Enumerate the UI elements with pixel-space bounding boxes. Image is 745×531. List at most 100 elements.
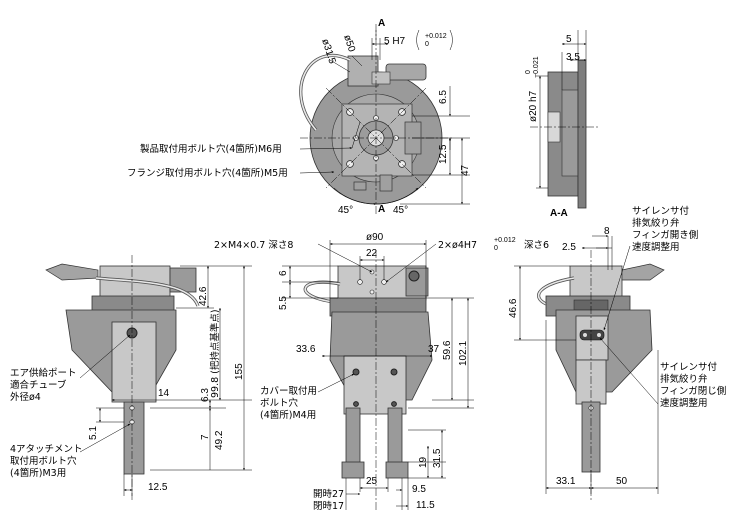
cover-label-3: (4箇所)M4用: [260, 409, 316, 421]
attach-label-3: (4箇所)M3用: [10, 467, 66, 479]
cover-label-2: ボルト穴: [260, 397, 299, 409]
silencer-open-4: 速度調整用: [632, 241, 680, 253]
finger-tip: [385, 461, 409, 479]
left-side-view: 42.6 99.8 (把持点基準点) 155 6.3 7 49.2 14 5.1…: [10, 255, 252, 500]
dim-d50: ø50: [341, 34, 357, 54]
right-dim-50: 50: [616, 476, 628, 487]
cable-connector: [385, 63, 427, 81]
section-dim-3_5: 3.5: [566, 52, 580, 63]
left-dim-5_1: 5.1: [88, 426, 99, 440]
label-flange-bolt: フランジ取付用ボルト穴(4箇所)M5用: [127, 167, 288, 179]
cable: [304, 281, 341, 303]
left-dim-42_6: 42.6: [198, 286, 209, 306]
left-dim-7: 7: [200, 434, 211, 440]
front-dim-6: 6: [278, 270, 289, 276]
dim-d31_5: ø31.5: [319, 38, 337, 66]
right-dim-8: 8: [604, 226, 610, 237]
left-dim-99_8: 99.8 (把持点基準点): [209, 309, 221, 398]
dim-12_5: 12.5: [438, 144, 449, 164]
front-dim-59_6: 59.6: [442, 340, 453, 360]
cable-connector: [371, 71, 391, 85]
silencer-port: [597, 333, 601, 337]
center-line: [325, 87, 427, 189]
dim-47: 47: [460, 164, 471, 176]
section-tol-upper: 0: [525, 70, 532, 74]
front-open: 開時27: [313, 489, 344, 500]
front-pin-label: 2×ø4H7: [438, 240, 477, 251]
front-dim-25: 25: [366, 476, 378, 487]
side-module: [379, 174, 393, 192]
section-step: [577, 59, 587, 209]
air-port-label-2: 適合チューブ: [10, 379, 67, 391]
cover-bolt: [352, 368, 360, 376]
connector-body: [45, 263, 99, 281]
silencer-close-1: サイレンサ付: [660, 362, 718, 373]
silencer-open-3: フィンガ開き側: [632, 229, 698, 241]
label-product-bolt: 製品取付用ボルト穴(4箇所)M6用: [140, 143, 282, 155]
finger-left: [345, 407, 361, 467]
angle-45-left: 45°: [338, 205, 353, 216]
front-dim-5_5: 5.5: [278, 296, 289, 310]
tap-hole: [369, 289, 375, 295]
pin-hole: [381, 279, 387, 285]
cable: [299, 54, 351, 131]
front-m4-label: 2×M4×0.7 深さ8: [214, 240, 293, 251]
side-module: [353, 181, 367, 191]
air-port-label-3: 外径ø4: [10, 391, 41, 403]
silencer-close-4: 速度調整用: [660, 397, 708, 409]
silencer-open-2: 排気絞り弁: [632, 217, 680, 229]
angle-45-right: 45°: [393, 205, 408, 216]
silencer-close-3: フィンガ閉じ側: [660, 385, 726, 397]
top-view: A A ø31.5 ø50 5 H7 +0.012 0 6.5 12.5 47 …: [127, 18, 471, 216]
right-side-view: 8 2.5 46.6 33.1 50 サイレンサ付 排気絞り弁 フィンガ開き側 …: [508, 206, 726, 500]
air-port-label-1: エア供給ポート: [10, 367, 77, 379]
front-pin-tol-upper: +0.012: [494, 237, 516, 244]
section-mark: A: [378, 18, 385, 29]
connector-body: [621, 263, 665, 281]
front-dim-31_5: 31.5: [432, 448, 443, 468]
silencer: [579, 329, 605, 341]
connector-face: [408, 270, 420, 282]
finger-tip: [341, 461, 365, 479]
dim-6_5: 6.5: [438, 90, 449, 104]
slot-tol-upper: +0.012: [425, 33, 447, 40]
cover-bolt: [390, 368, 398, 376]
right-dim-46_6: 46.6: [508, 298, 519, 318]
front-dim-19: 19: [418, 456, 429, 468]
front-pin-tol-lower: 0: [494, 245, 498, 252]
left-dim-6_3: 6.3: [200, 388, 211, 402]
front-dim-11_5: 11.5: [416, 500, 435, 511]
section-dim-d20: ø20 h7: [528, 90, 539, 122]
cover-bolt: [391, 401, 397, 407]
left-dim-155: 155: [234, 363, 245, 380]
cover-plate: [343, 355, 407, 415]
left-dim-49_2: 49.2: [214, 430, 225, 450]
attach-label-2: 取付用ボルト穴: [10, 455, 77, 467]
front-view: 2×M4×0.7 深さ8 2×ø4H7 +0.012 0 深さ6 ø90 22 …: [214, 232, 549, 512]
front-dim-102_1: 102.1: [458, 341, 469, 366]
front-dim-9_5: 9.5: [412, 484, 426, 495]
attach-label-1: 4アタッチメント: [10, 444, 83, 455]
front-pin-depth: 深さ6: [524, 240, 549, 251]
left-dim-14: 14: [158, 388, 170, 399]
left-dim-12_5: 12.5: [148, 482, 168, 493]
front-dim-d90: ø90: [366, 232, 384, 243]
silencer-open-1: サイレンサ付: [632, 206, 690, 217]
section-view-a-a: 5 3.5 ø20 h7 0 −0.021 A-A: [525, 30, 600, 219]
slot-tol-lower: 0: [425, 41, 429, 48]
pin-hole: [357, 279, 363, 285]
silencer-close-2: 排気絞り弁: [660, 373, 708, 385]
front-dim-33_6: 33.6: [296, 344, 316, 355]
silencer-port: [583, 333, 587, 337]
section-dim-5: 5: [566, 34, 572, 45]
front-dim-37: 37: [428, 344, 440, 355]
cover-bolt: [353, 401, 359, 407]
cable: [537, 277, 575, 305]
finger-right: [387, 407, 403, 467]
section-mark: A: [378, 204, 385, 215]
top-module: [569, 265, 623, 301]
right-dim-2_5: 2.5: [562, 242, 576, 253]
section-tol-lower: −0.021: [533, 56, 540, 78]
right-dim-33_1: 33.1: [556, 476, 576, 487]
